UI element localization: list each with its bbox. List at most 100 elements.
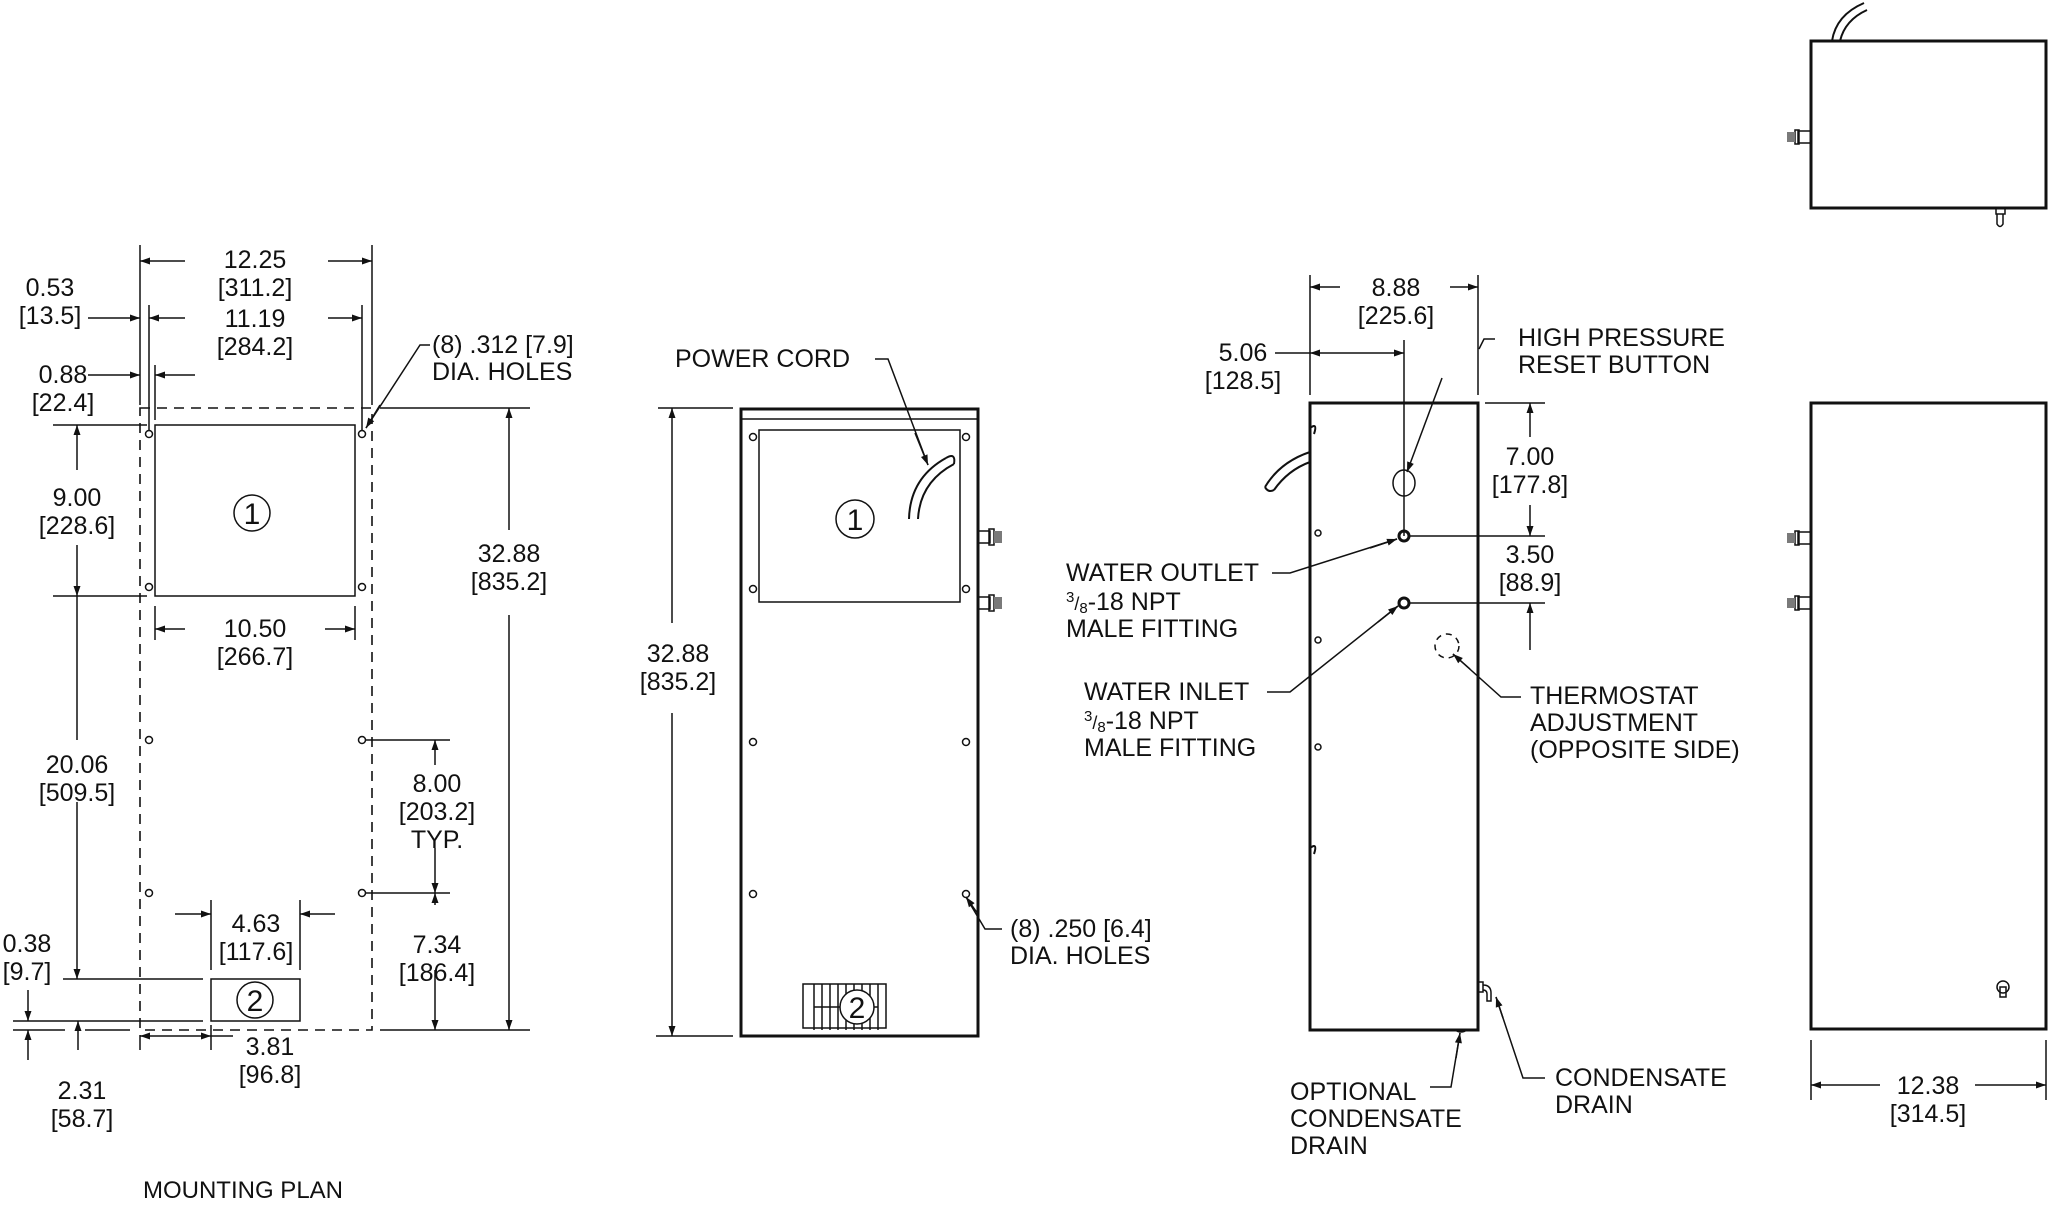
- dim-side-depth-mm: [225.6]: [1358, 302, 1434, 330]
- dim-hole-spacing: 11.19: [225, 305, 286, 333]
- rear-view: 12.38 [314.5]: [1787, 401, 2048, 1128]
- power-cord-icon: [908, 457, 955, 520]
- side-view: 8.88 [225.6] 5.06 [128.5] HIGH PRESSURE …: [1066, 274, 1740, 1160]
- mount-hole: [357, 888, 367, 898]
- power-cord-label: POWER CORD: [675, 345, 850, 373]
- dim-front-height-mm: [835.2]: [640, 668, 716, 696]
- balloon-2: [236, 981, 274, 1019]
- dim-left-offset-b: 0.88: [39, 361, 88, 389]
- holes-note-line2: DIA. HOLES: [432, 358, 572, 386]
- thermostat-line3: (OPPOSITE SIDE): [1530, 736, 1740, 764]
- dim-cutout1-width: 10.50: [224, 615, 287, 643]
- rear-unit-body: [1809, 401, 2048, 1031]
- top-unit-body: [1809, 39, 2048, 210]
- dim-cutout2-offset-mm: [509.5]: [39, 779, 115, 807]
- dim-hole-pitch-note: TYP.: [411, 826, 463, 854]
- dim-overall-height-mm: [835.2]: [471, 568, 547, 596]
- water-fitting-icon: [1787, 595, 1812, 611]
- balloon-1: [835, 499, 875, 539]
- thermostat-line1: THERMOSTAT: [1530, 682, 1699, 710]
- reset-label-line2: RESET BUTTON: [1518, 351, 1710, 379]
- front-balloon-2-label: 2: [849, 992, 866, 1025]
- dim-left-offset-b-mm: [22.4]: [32, 389, 95, 417]
- dim-hole-pitch-mm: [203.2]: [399, 798, 475, 826]
- water-inlet-fitting-icon: [1397, 596, 1411, 610]
- front-holes: [748, 432, 971, 899]
- balloon-2: [839, 989, 875, 1025]
- dim-front-height: 32.88: [647, 640, 710, 668]
- switch-icon: [1996, 980, 2010, 998]
- dim-rear-width: 12.38: [1897, 1072, 1960, 1100]
- power-cord-icon: [1831, 2, 1868, 42]
- dim-bottom-hole-offset-mm: [186.4]: [399, 959, 475, 987]
- holes-note-line1: (8) .312 [7.9]: [432, 331, 574, 359]
- dim-inlet-spacing: 3.50: [1506, 541, 1555, 569]
- front-balloon-1-label: 1: [847, 504, 864, 537]
- front-panel-1: [758, 429, 961, 603]
- water-fitting-icon: [977, 528, 1002, 546]
- dim-cutout2-offset: 20.06: [46, 751, 109, 779]
- dim-hole-spacing-mm: [284.2]: [217, 333, 293, 361]
- dim-left-offset-a-mm: [13.5]: [19, 302, 82, 330]
- condensate-drain-line1: CONDENSATE: [1555, 1064, 1727, 1092]
- mount-hole: [357, 735, 367, 745]
- dim-overall-width-mm: [311.2]: [218, 274, 293, 302]
- water-outlet-line2: 3/8-18 NPT: [1066, 588, 1181, 617]
- unit-outline-dashed: [139, 407, 373, 1031]
- dim-cutout1-height-mm: [228.6]: [39, 512, 115, 540]
- dim-reset-offset-mm: [128.5]: [1205, 367, 1281, 395]
- top-view: [1787, 2, 2048, 228]
- reset-label-line1: HIGH PRESSURE: [1518, 324, 1725, 352]
- mount-hole: [357, 582, 367, 592]
- dim-cutout1-width-mm: [266.7]: [217, 643, 293, 671]
- water-fitting-icon: [1787, 530, 1812, 546]
- optional-drain-line3: DRAIN: [1290, 1132, 1368, 1160]
- mounting-plan: 1 2 12.25 [311.2] 11.19 [284.2]: [3, 245, 574, 1204]
- mount-hole: [144, 429, 154, 439]
- dim-reset-offset: 5.06: [1219, 339, 1268, 367]
- dim-cutout2-left-mm: [96.8]: [239, 1061, 302, 1089]
- front-holes-note-line2: DIA. HOLES: [1010, 942, 1150, 970]
- dim-overall-height: 32.88: [478, 540, 541, 568]
- optional-drain-icon: [1454, 1029, 1468, 1033]
- balloon-1-label: 1: [244, 498, 261, 531]
- balloon-2-label: 2: [247, 985, 264, 1018]
- thermostat-line2: ADJUSTMENT: [1530, 709, 1698, 737]
- dim-cutout1-height: 9.00: [53, 484, 102, 512]
- dim-bottom-hole-offset: 7.34: [413, 931, 462, 959]
- dim-cutout2-height: 0.38: [3, 930, 52, 958]
- water-fitting-icon: [1787, 129, 1812, 145]
- dim-inlet-spacing-mm: [88.9]: [1499, 569, 1562, 597]
- water-inlet-line3: MALE FITTING: [1084, 734, 1256, 762]
- water-fitting-icon: [977, 594, 1002, 612]
- mount-hole: [144, 888, 154, 898]
- dim-cutout2-bottom-mm: [58.7]: [51, 1105, 114, 1133]
- mounting-plan-title: MOUNTING PLAN: [143, 1177, 343, 1204]
- cutout-2: [210, 978, 301, 1022]
- optional-drain-line1: OPTIONAL: [1290, 1078, 1417, 1106]
- water-outlet-line1: WATER OUTLET: [1066, 559, 1259, 587]
- condensate-drain-icon: [1478, 981, 1492, 1002]
- dim-cutout2-width-mm: [117.6]: [219, 938, 294, 966]
- front-view: 1 2 POWER CORD: [640, 345, 1152, 1038]
- dim-left-offset-a: 0.53: [26, 274, 75, 302]
- condensate-drain-line2: DRAIN: [1555, 1091, 1633, 1119]
- mount-hole: [144, 582, 154, 592]
- drain-fitting-icon: [1995, 208, 2006, 228]
- optional-drain-line2: CONDENSATE: [1290, 1105, 1462, 1133]
- dim-cutout2-bottom: 2.31: [58, 1077, 107, 1105]
- cutout-1: [154, 424, 356, 597]
- dim-cutout2-left: 3.81: [246, 1033, 295, 1061]
- dim-cutout2-width: 4.63: [232, 910, 281, 938]
- dim-side-depth: 8.88: [1372, 274, 1421, 302]
- dim-cutout2-height-mm: [9.7]: [3, 958, 52, 986]
- water-inlet-line2: 3/8-18 NPT: [1084, 707, 1199, 736]
- dim-overall-width: 12.25: [224, 246, 287, 274]
- dim-rear-width-mm: [314.5]: [1890, 1100, 1966, 1128]
- mount-hole: [357, 429, 367, 439]
- dim-outlet-offset-mm: [177.8]: [1492, 471, 1568, 499]
- water-inlet-line1: WATER INLET: [1084, 678, 1249, 706]
- front-holes-note-line1: (8) .250 [6.4]: [1010, 915, 1152, 943]
- power-cord-icon: [1264, 451, 1311, 491]
